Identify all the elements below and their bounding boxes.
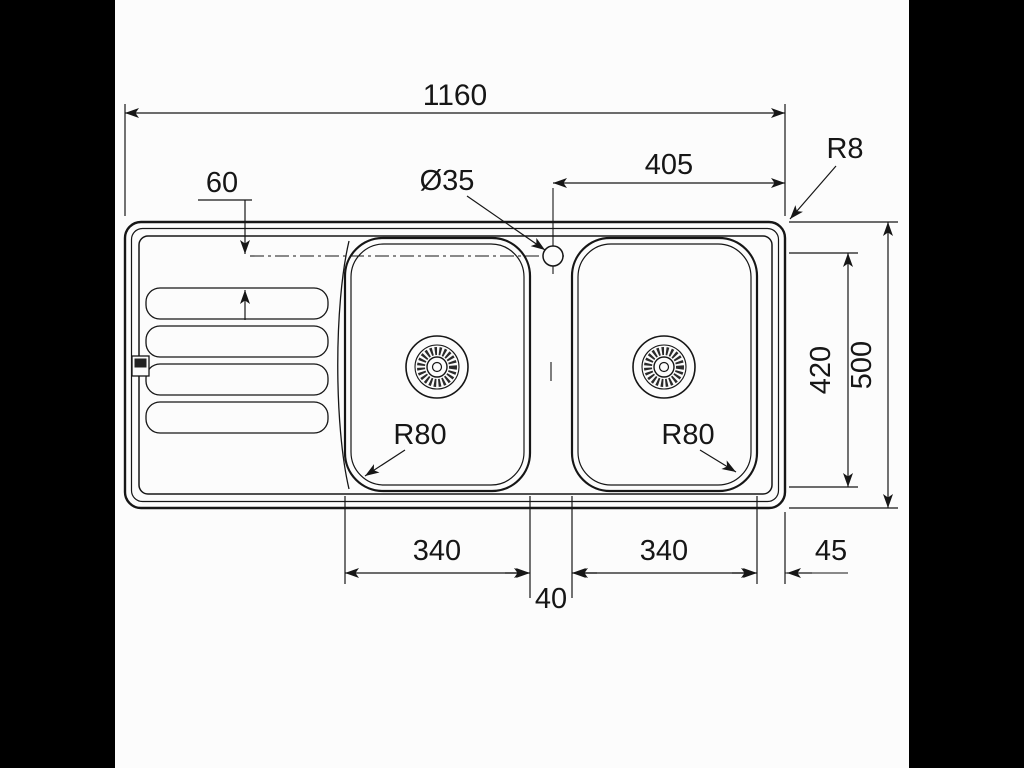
left-drain — [405, 335, 469, 399]
dim-hole-diameter-label: Ø35 — [420, 165, 475, 197]
drainboard-slat — [145, 287, 329, 320]
right-bowl — [570, 236, 759, 493]
dim-overall-depth — [789, 221, 898, 509]
dim-left-bowl-radius-label: R80 — [393, 419, 446, 451]
left-bowl — [343, 236, 532, 493]
paper-canvas — [115, 0, 909, 768]
dim-drainer-offset — [198, 199, 252, 320]
dim-right-bowl-radius-leader — [699, 449, 737, 473]
dim-bowl-depth — [789, 252, 858, 488]
right-drain — [632, 335, 696, 399]
drainboard-slat — [145, 401, 329, 434]
dim-right-bowl-radius-label: R80 — [661, 419, 714, 451]
dim-overall-depth-label: 500 — [846, 341, 878, 389]
dim-left-bowl-width-label: 340 — [413, 535, 461, 567]
dim-left-bowl-radius-leader — [364, 449, 406, 477]
dim-drainer-offset-label: 60 — [206, 167, 238, 199]
sink-outline — [123, 220, 787, 510]
dim-overall-width — [124, 104, 786, 216]
dim-corner-radius-label: R8 — [826, 133, 863, 165]
faucet-hole — [542, 245, 564, 267]
dim-hole-leader — [466, 195, 546, 251]
left-bowl-inner — [350, 243, 525, 486]
drainboard-slat — [145, 363, 329, 396]
drainboard-slat — [145, 325, 329, 358]
dim-right-bowl-width-label: 340 — [640, 535, 688, 567]
right-bowl-inner — [577, 243, 752, 486]
drainboard-edge-curve — [337, 240, 350, 490]
dim-overall-width-label: 1160 — [423, 79, 488, 112]
mounting-clip — [131, 355, 150, 377]
dim-right-margin-label: 45 — [815, 535, 847, 567]
dim-bowl-gap-label: 40 — [535, 583, 567, 615]
dim-corner-radius-leader — [789, 165, 837, 220]
dim-bowl-depth-label: 420 — [805, 346, 837, 394]
dim-hole-to-edge-label: 405 — [645, 149, 693, 181]
drainboard — [145, 240, 350, 490]
